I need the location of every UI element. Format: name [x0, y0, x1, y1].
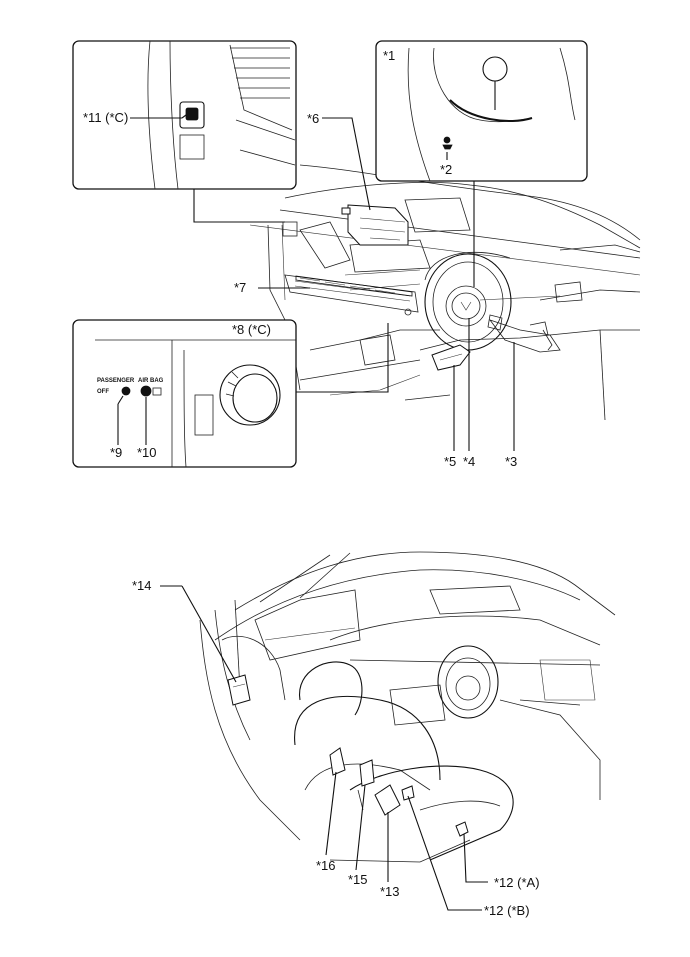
label-13: *13	[380, 884, 400, 899]
label-5: *5	[444, 454, 456, 469]
label-8: *8 (*C)	[232, 322, 271, 337]
label-12b: *12 (*B)	[484, 903, 530, 918]
leader-lines-top	[117, 111, 515, 451]
label-16: *16	[316, 858, 336, 873]
passenger-text: PASSENGER	[97, 378, 135, 384]
callout-labels: *1 *2 *3 *4 *5 *6 *7 *8 (*C) *9 *10 *11 …	[83, 48, 540, 918]
label-4: *4	[463, 454, 475, 469]
inset-box-11	[72, 40, 297, 190]
label-6: *6	[307, 111, 319, 126]
label-11: *11 (*C)	[83, 110, 128, 125]
label-2: *2	[440, 162, 452, 177]
label-12a: *12 (*A)	[494, 875, 540, 890]
off-text: OFF	[97, 389, 109, 395]
label-15: *15	[348, 872, 368, 887]
dashboard-illustration	[249, 164, 641, 421]
label-10: *10	[137, 445, 157, 460]
airbag-text: AIR BAG	[138, 378, 164, 384]
label-14: *14	[132, 578, 152, 593]
label-7: *7	[234, 280, 246, 295]
inset-box-1	[375, 40, 588, 182]
inset-box-8	[72, 319, 297, 468]
cabin-illustration	[199, 551, 616, 863]
leader-lines-bottom	[160, 585, 488, 911]
label-1: *1	[383, 48, 395, 63]
label-9: *9	[110, 445, 122, 460]
label-3: *3	[505, 454, 517, 469]
